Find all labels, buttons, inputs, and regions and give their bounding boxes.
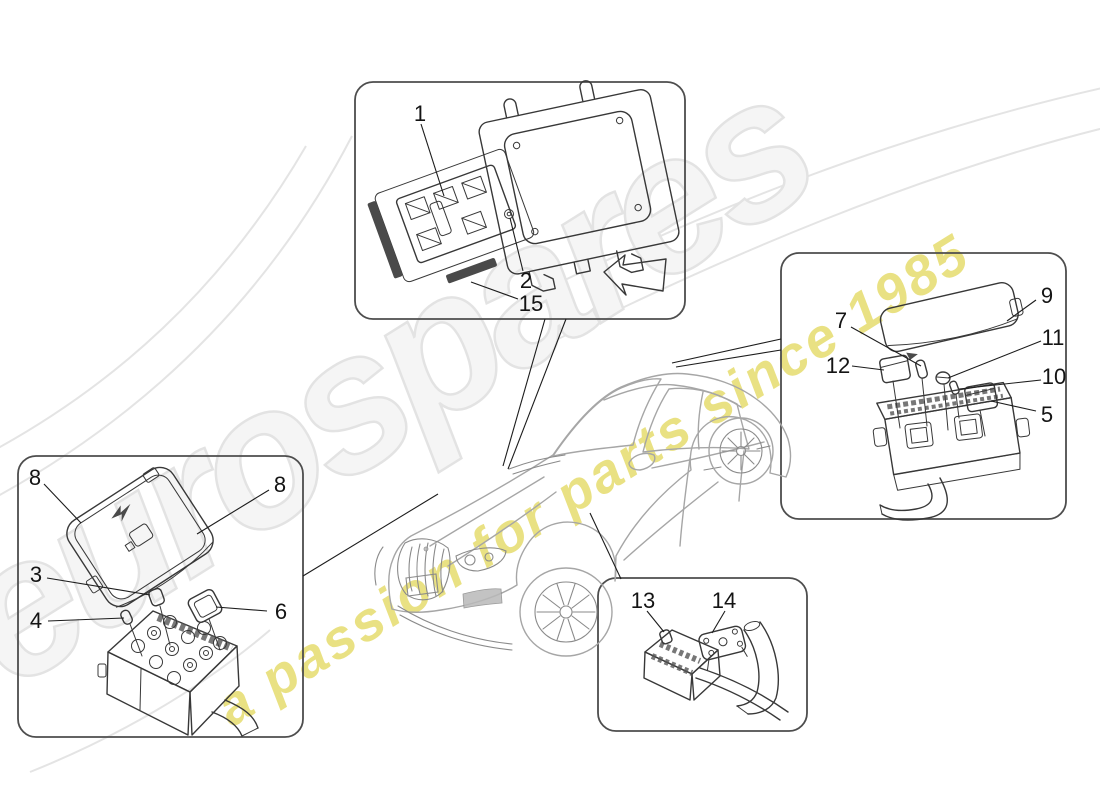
callout-6: 6 <box>274 599 288 624</box>
screw-drawing <box>504 209 514 219</box>
detail-box-sill-fusebox <box>597 577 808 732</box>
front-wheel <box>519 567 613 657</box>
leader-lines <box>43 123 1042 634</box>
detail-box-cowl-fusebox <box>780 252 1067 520</box>
trident-badge <box>423 546 429 552</box>
callout-7: 7 <box>834 308 848 333</box>
detail-box-front-fusebox <box>17 455 304 738</box>
callout-1: 1 <box>413 101 427 126</box>
callout-3: 3 <box>29 562 43 587</box>
sill-fusebox-drawing <box>643 620 789 721</box>
fusebox-cover-drawing <box>879 282 1024 361</box>
callout-4: 4 <box>29 608 43 633</box>
cowl-fusebox-drawing <box>872 282 1031 521</box>
direction-arrow-icon <box>603 254 667 296</box>
detail-box-bracket-assembly <box>354 81 686 320</box>
car-illustration <box>374 372 792 657</box>
callout-13: 13 <box>630 588 656 613</box>
fuse-icon <box>129 523 154 547</box>
strip-drawing <box>446 258 497 284</box>
callout-8-right: 8 <box>273 472 287 497</box>
callout-12: 12 <box>825 353 851 378</box>
callout-15: 15 <box>518 291 544 316</box>
lightning-icon <box>111 503 131 522</box>
callout-14: 14 <box>711 588 737 613</box>
relay-module-drawing <box>367 148 535 283</box>
callout-8-left: 8 <box>28 465 42 490</box>
bracket-plate-drawing <box>698 625 748 671</box>
front-fusebox-drawing <box>66 466 259 737</box>
callout-5: 5 <box>1040 402 1054 427</box>
callout-10: 10 <box>1041 364 1067 389</box>
rear-wheel <box>708 417 774 485</box>
bracket-assembly-drawing <box>367 80 680 296</box>
callout-2: 2 <box>519 268 533 293</box>
fusebox-lid-drawing <box>66 466 214 608</box>
callout-11: 11 <box>1041 325 1065 350</box>
callout-9: 9 <box>1040 283 1054 308</box>
